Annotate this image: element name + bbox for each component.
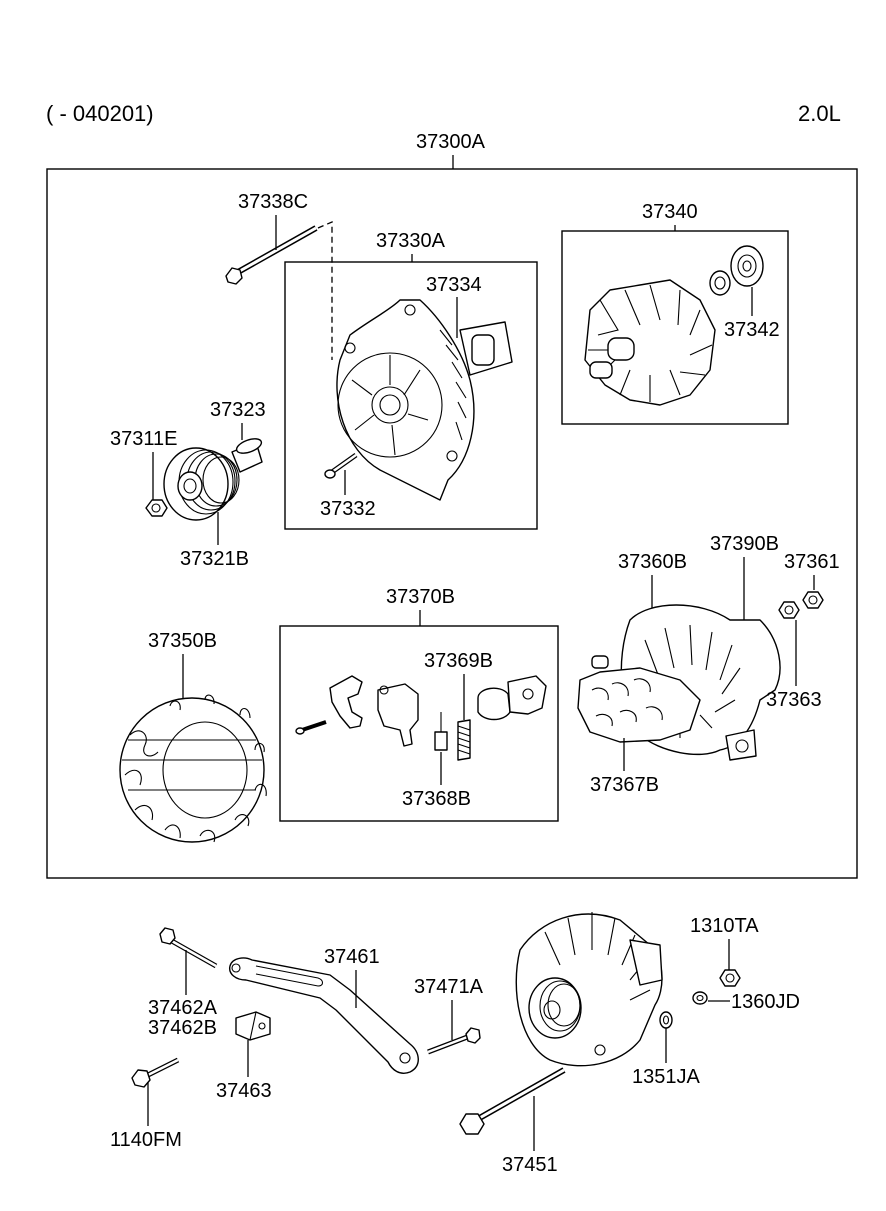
part-37340-rotor[interactable] — [584, 245, 764, 406]
date-range-label: ( - 040201) — [46, 101, 154, 126]
part-37461-bracket[interactable] — [229, 957, 419, 1074]
part-label-37360B[interactable]: 37360B — [618, 551, 687, 573]
part-label-37367B[interactable]: 37367B — [590, 774, 659, 796]
part-label-37350B[interactable]: 37350B — [148, 630, 217, 652]
part-label-37338C[interactable]: 37338C — [238, 191, 308, 213]
part-label-37390B[interactable]: 37390B — [710, 533, 779, 555]
part-label-37361[interactable]: 37361 — [784, 551, 840, 573]
part-label-1351JA[interactable]: 1351JA — [632, 1066, 700, 1088]
part-37363-nut[interactable] — [778, 601, 800, 619]
part-label-37471A[interactable]: 37471A — [414, 976, 484, 998]
part-37330A-front-housing[interactable] — [336, 299, 513, 501]
part-1140FM-bolt[interactable] — [131, 1057, 180, 1088]
part-1351JA-washer[interactable] — [659, 1011, 673, 1029]
part-label-37311E[interactable]: 37311E — [110, 428, 177, 450]
part-1360JD-washer[interactable] — [692, 991, 708, 1005]
part-label-1140FM[interactable]: 1140FM — [110, 1129, 182, 1151]
part-37321B-pulley[interactable] — [163, 447, 240, 521]
dashed-guide-37338C — [317, 221, 333, 360]
part-label-37334[interactable]: 37334 — [426, 274, 482, 296]
part-37311E-nut[interactable] — [145, 499, 168, 517]
part-37370B-brush-holder[interactable] — [295, 675, 547, 761]
part-37471A-bolt[interactable] — [427, 1027, 481, 1055]
part-label-37340[interactable]: 37340 — [642, 201, 698, 223]
box-37330A — [284, 261, 538, 530]
part-label-37461[interactable]: 37461 — [324, 946, 380, 968]
part-label-37321B[interactable]: 37321B — [180, 548, 249, 570]
part-label-37332[interactable]: 37332 — [320, 498, 376, 520]
part-label-37370B[interactable]: 37370B — [386, 586, 455, 608]
alternator-assembly[interactable] — [515, 912, 663, 1067]
part-37451-bolt[interactable] — [459, 1067, 566, 1135]
part-label-37462A[interactable]: 37462A — [148, 997, 218, 1019]
part-1310TA-nut[interactable] — [719, 969, 741, 987]
box-37340 — [561, 230, 789, 425]
part-37350B-stator[interactable] — [119, 694, 267, 843]
part-37367B-rectifier[interactable] — [577, 655, 701, 743]
part-37332-screw[interactable] — [324, 452, 358, 479]
part-label-1310TA[interactable]: 1310TA — [690, 915, 759, 937]
part-37323-collar[interactable] — [231, 436, 263, 473]
part-label-37323[interactable]: 37323 — [210, 399, 266, 421]
part-37361-nut[interactable] — [802, 591, 824, 609]
part-label-37368B[interactable]: 37368B — [402, 788, 471, 810]
part-label-37300A[interactable]: 37300A — [416, 131, 486, 153]
part-label-37463[interactable]: 37463 — [216, 1080, 272, 1102]
part-label-37363[interactable]: 37363 — [766, 689, 822, 711]
engine-label: 2.0L — [798, 101, 841, 126]
part-label-37451[interactable]: 37451 — [502, 1154, 558, 1176]
part-label-37330A[interactable]: 37330A — [376, 230, 446, 252]
part-label-37369B[interactable]: 37369B — [424, 650, 493, 672]
part-label-1360JD[interactable]: 1360JD — [731, 991, 800, 1013]
part-label-37462B[interactable]: 37462B — [148, 1017, 217, 1039]
box-37370B — [279, 625, 559, 822]
part-37338C-bolt[interactable] — [225, 225, 318, 285]
part-37462A-bolt[interactable] — [159, 927, 218, 969]
part-37463-bushing[interactable] — [235, 1011, 271, 1041]
part-label-37342[interactable]: 37342 — [724, 319, 780, 341]
assembly-frame — [46, 168, 858, 879]
